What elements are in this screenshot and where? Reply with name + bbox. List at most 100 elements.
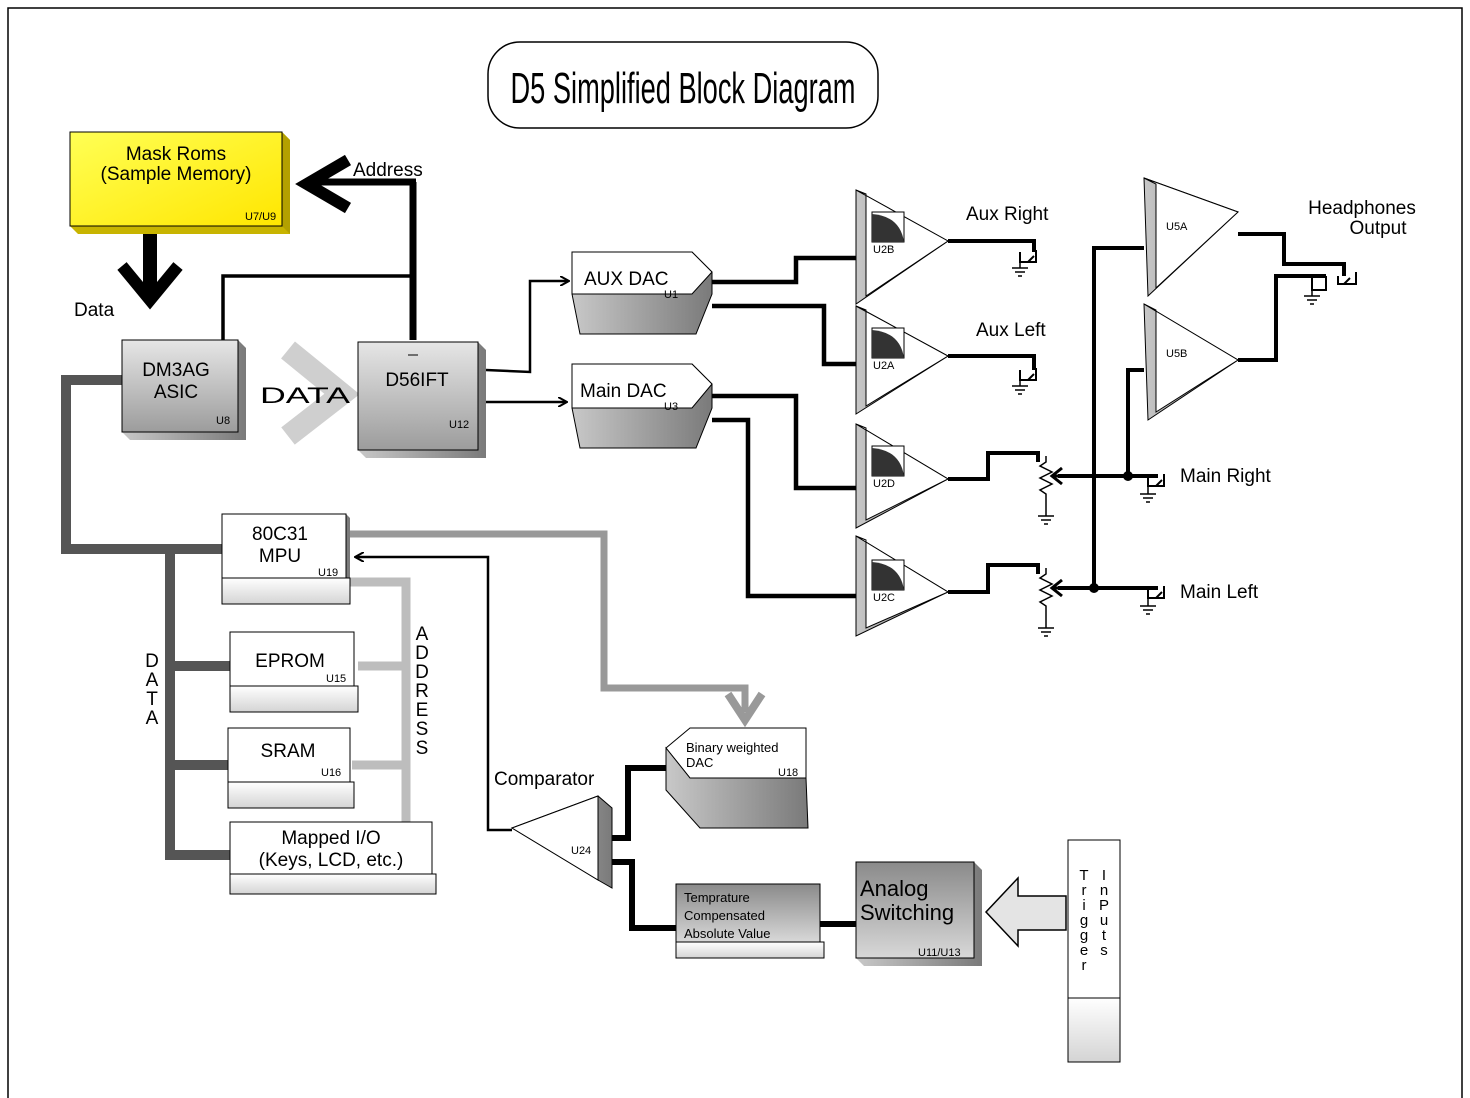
data-vertical-letter: D xyxy=(145,651,159,672)
data-vertical-label: DATA xyxy=(145,651,159,729)
asic-block: DM3AG ASIC U8 xyxy=(121,339,246,440)
jack-headphones xyxy=(1304,272,1357,305)
trigger-col2-letter: t xyxy=(1102,927,1107,944)
trigger-col2-letter: I xyxy=(1102,867,1106,884)
sram-ref: U16 xyxy=(321,767,341,779)
ground-icon xyxy=(1012,262,1028,277)
junction-main-left xyxy=(1089,583,1099,593)
analog-switching-line1: Analog xyxy=(860,876,929,901)
ground-icon xyxy=(1038,512,1054,525)
temp-comp-line3: Absolute Value xyxy=(684,926,771,941)
trigger-col1-letter: g xyxy=(1080,912,1088,929)
mask-roms-line2: (Sample Memory) xyxy=(101,164,252,185)
aux-dac-to-u2b xyxy=(712,255,856,285)
main-right-label: Main Right xyxy=(1180,466,1272,487)
d56ift-name: D56IFT xyxy=(385,370,449,391)
eprom-ref: U15 xyxy=(326,673,346,685)
amp-u5b-label: U5B xyxy=(1166,348,1187,360)
page-border xyxy=(7,7,1463,1098)
aux-dac-ref: U1 xyxy=(664,289,678,301)
asic-line1: DM3AG xyxy=(142,360,210,381)
trigger-col1-letter: i xyxy=(1082,897,1085,914)
aux-dac-to-u2a xyxy=(712,303,856,367)
data-bus-label: DATA xyxy=(260,383,351,408)
address-vertical-letter: A xyxy=(416,624,429,645)
address-label: Address xyxy=(353,160,423,181)
mask-roms-line1: Mask Roms xyxy=(126,144,226,165)
mpu-block: 80C31 MPU U19 xyxy=(221,513,351,605)
amp-u2d: U2D xyxy=(855,423,950,529)
amp-u2c: U2C xyxy=(855,535,950,637)
data-vertical-letter: A xyxy=(146,670,159,691)
jack-main-right xyxy=(1140,474,1165,503)
asic-line2: ASIC xyxy=(154,382,198,403)
amp-u5a: U5A xyxy=(1143,177,1239,298)
trigger-col2-letter: n xyxy=(1100,882,1108,899)
ground-icon xyxy=(1012,380,1028,395)
trigger-col1-letter: T xyxy=(1079,867,1088,884)
comparator-label: Comparator xyxy=(494,769,595,790)
data-bus-vertical xyxy=(165,549,232,860)
main-dac-to-u2d xyxy=(712,393,856,491)
analog-switching-ref: U11/U13 xyxy=(918,947,961,959)
main-left-to-u5a xyxy=(1092,246,1144,588)
data-vertical-letter: A xyxy=(146,708,159,729)
trigger-input-arrow xyxy=(984,876,1067,948)
amp-u2a: U2A xyxy=(855,305,950,415)
data-label: Data xyxy=(74,300,115,321)
data-vertical-letter: T xyxy=(146,689,158,710)
amp-u2b-label: U2B xyxy=(873,244,894,256)
mask-roms-ref: U7/U9 xyxy=(245,211,276,223)
comparator-u24: U24 Comparator xyxy=(494,769,613,889)
address-vertical-letter: R xyxy=(415,681,429,702)
comparator-to-mpu-line xyxy=(356,557,512,832)
amp-u2a-label: U2A xyxy=(873,360,895,372)
address-vertical-letter: E xyxy=(416,700,429,721)
trigger-col2-letter: P xyxy=(1099,897,1109,914)
asic-control-line xyxy=(221,274,413,340)
eprom-name: EPROM xyxy=(255,651,325,672)
mpu-line2: MPU xyxy=(259,546,301,567)
trigger-col1-letter: e xyxy=(1080,942,1088,959)
address-bus xyxy=(348,577,411,822)
comparator-ref: U24 xyxy=(571,845,591,857)
u2b-output xyxy=(948,239,1036,252)
comparator-to-temp-comp xyxy=(612,859,676,931)
d56ift-block: D56IFT U12 xyxy=(357,341,486,458)
u2a-output xyxy=(948,354,1036,370)
eprom-block: EPROM U15 xyxy=(229,631,359,713)
main-left-label: Main Left xyxy=(1180,582,1259,603)
analog-switching-line2: Switching xyxy=(860,900,954,925)
title-box xyxy=(487,41,879,129)
binary-dac-ref: U18 xyxy=(778,767,798,779)
analog-switching-block: Analog Switching U11/U13 xyxy=(855,861,982,966)
aux-left-label: Aux Left xyxy=(976,320,1046,341)
amp-u5a-label: U5A xyxy=(1166,221,1188,233)
headphones-label-line1: Headphones xyxy=(1308,198,1416,219)
address-vertical-letter: D xyxy=(415,662,429,683)
temp-comp-block: Temprature Compensated Absolute Value xyxy=(675,883,825,959)
u2d-output xyxy=(948,451,1040,481)
mpu-to-binary-dac-bus xyxy=(346,530,749,712)
trigger-col2-letter: u xyxy=(1100,912,1108,929)
trigger-col1-letter: g xyxy=(1080,927,1088,944)
data-chevron xyxy=(281,341,360,445)
potentiometer-left xyxy=(1038,568,1070,637)
binary-dac-block: Binary weighted DAC U18 xyxy=(665,727,809,829)
address-vertical-letter: D xyxy=(415,643,429,664)
mpu-line1: 80C31 xyxy=(252,524,308,545)
mapped-io-line1: Mapped I/O xyxy=(281,828,380,849)
d56ift-ref: U12 xyxy=(449,419,469,431)
jack-aux-right xyxy=(1012,250,1037,277)
sram-block: SRAM U16 xyxy=(227,727,355,809)
mapped-io-block: Mapped I/O (Keys, LCD, etc.) xyxy=(229,821,437,895)
ground-icon xyxy=(1140,486,1156,503)
sram-name: SRAM xyxy=(261,741,316,762)
aux-dac-name: AUX DAC xyxy=(584,269,668,290)
mask-roms-block: Mask Roms (Sample Memory) U7/U9 xyxy=(69,131,290,234)
potentiometer-right xyxy=(1038,456,1070,525)
binary-dac-arrowhead xyxy=(724,691,766,728)
